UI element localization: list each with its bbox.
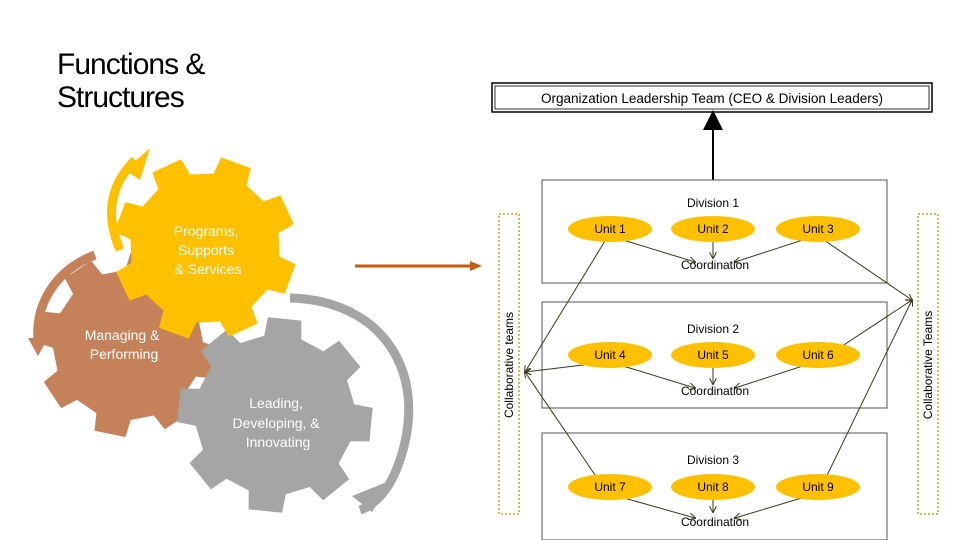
division-3-title: Division 3 xyxy=(687,453,739,467)
cycle-arrowhead-top xyxy=(125,148,150,180)
leading-gear-shape xyxy=(177,317,373,513)
unit-9-label: Unit 9 xyxy=(802,480,834,494)
cycle-arrow-left xyxy=(33,250,97,341)
division-2-title: Division 2 xyxy=(687,322,739,336)
unit-5-node xyxy=(671,342,755,368)
programs-gear-label: Programs, Supports & Services xyxy=(174,223,242,277)
programs-gear xyxy=(114,157,296,339)
unit-6-label: Unit 6 xyxy=(802,348,834,362)
unit-1-label: Unit 1 xyxy=(594,222,626,236)
cycle-arrowhead-right xyxy=(352,480,392,512)
gears-to-structure-arrowhead xyxy=(470,261,482,271)
unit-3-label: Unit 3 xyxy=(802,222,834,236)
division-1-units: Unit 1 Unit 2 Unit 3 xyxy=(568,216,860,242)
collaborative-teams-left-bar xyxy=(498,213,520,515)
unit-6-node xyxy=(776,342,860,368)
collaborative-teams-right-label: Collaborative Teams xyxy=(921,311,935,420)
unit-9-node xyxy=(776,474,860,500)
unit-8-node xyxy=(671,474,755,500)
division-2-coordination: Coordination xyxy=(681,384,749,398)
managing-gear-label: Managing & Performing xyxy=(85,327,164,362)
division-1-title: Division 1 xyxy=(687,196,739,210)
unit-2-node xyxy=(671,216,755,242)
leadership-team-box xyxy=(491,82,933,113)
leading-gear-label: Leading, Developing, & Innovating xyxy=(232,395,323,450)
division-3-units: Unit 7 Unit 8 Unit 9 xyxy=(568,474,860,500)
unit-8-label: Unit 8 xyxy=(697,480,729,494)
collaborative-teams-left-label: Collaborative teams xyxy=(502,312,516,418)
unit-5-label: Unit 5 xyxy=(697,348,729,362)
unit-2-label: Unit 2 xyxy=(697,222,729,236)
leadership-team-label: Organization Leadership Team (CEO & Divi… xyxy=(541,91,883,106)
unit-3-node xyxy=(776,216,860,242)
unit-7-node xyxy=(568,474,652,500)
division-1-coordination: Coordination xyxy=(681,258,749,272)
programs-gear-shape xyxy=(114,157,296,339)
unit-1-node xyxy=(568,216,652,242)
unit-4-node xyxy=(568,342,652,368)
collaborative-teams-right-bar xyxy=(917,213,939,515)
page-title: Functions & Structures xyxy=(57,48,205,114)
leading-gear xyxy=(177,317,373,513)
division-2-units: Unit 4 Unit 5 Unit 6 xyxy=(568,342,860,368)
unit-4-label: Unit 4 xyxy=(594,348,626,362)
division-3-coordination: Coordination xyxy=(681,515,749,529)
unit-7-label: Unit 7 xyxy=(594,480,626,494)
